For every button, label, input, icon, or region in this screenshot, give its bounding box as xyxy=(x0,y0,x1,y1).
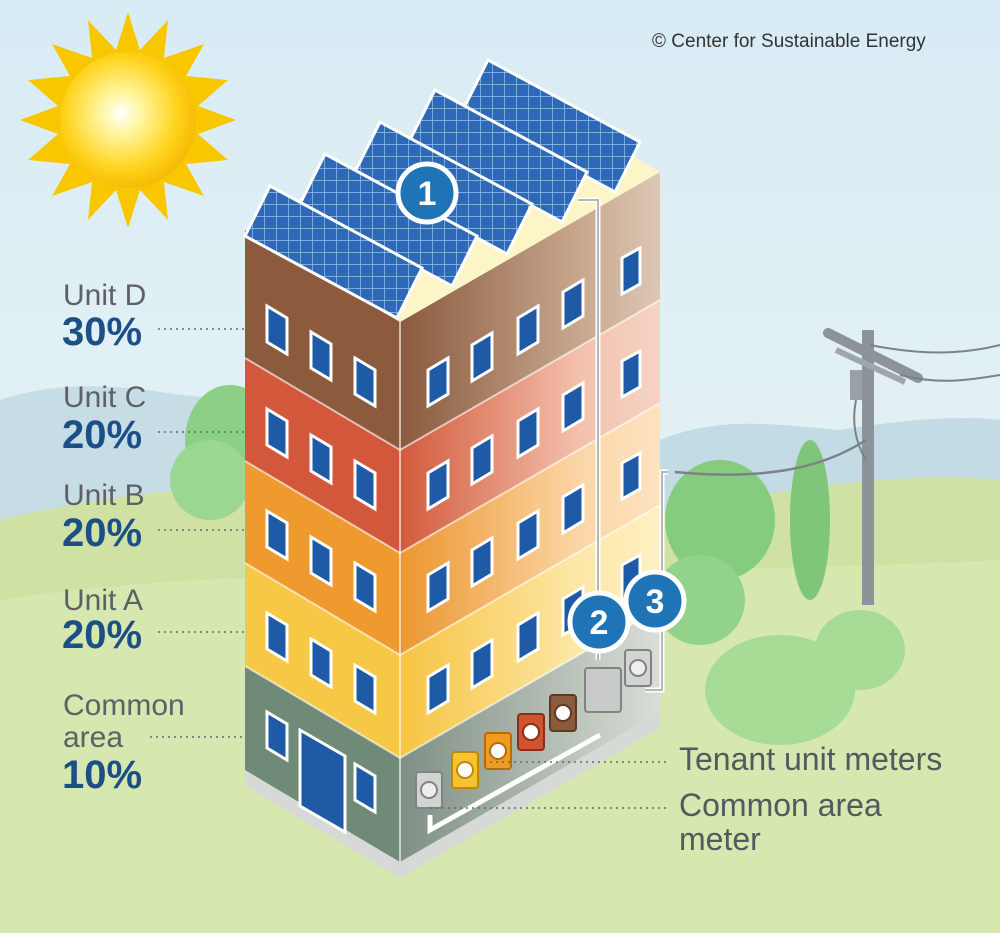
unit-b-label: Unit B xyxy=(63,479,145,512)
building-base xyxy=(245,712,660,878)
unit-c-label: Unit C xyxy=(63,381,147,414)
unit-d-label: Unit D xyxy=(63,279,147,312)
common-meter-callout: Common area meter xyxy=(679,787,882,857)
utility-pole-icon xyxy=(674,328,1000,605)
marker-2-label: 2 xyxy=(590,604,609,642)
front-windows xyxy=(265,303,377,835)
marker-2: 2 xyxy=(567,590,631,654)
unit-b-share: 20% xyxy=(62,511,143,555)
common-area-label: Common area xyxy=(63,689,185,754)
marker-3-label: 3 xyxy=(646,583,665,621)
unit-a-share: 20% xyxy=(62,613,143,657)
unit-a-label: Unit A xyxy=(63,584,144,617)
leader-lines xyxy=(150,328,668,809)
marker-3: 3 xyxy=(623,569,687,633)
marker-1: 1 xyxy=(395,161,459,225)
marker-1-label: 1 xyxy=(418,175,437,213)
unit-d-share: 30% xyxy=(62,310,143,354)
unit-c-share: 20% xyxy=(62,413,143,457)
credit-text: © Center for Sustainable Energy xyxy=(652,31,926,52)
common-area-share: 10% xyxy=(62,753,143,797)
side-windows xyxy=(426,245,642,716)
meter-icon xyxy=(415,649,652,809)
tenant-meters-callout: Tenant unit meters xyxy=(679,741,943,777)
sun-icon xyxy=(20,12,236,228)
floor-dividers xyxy=(244,299,661,862)
